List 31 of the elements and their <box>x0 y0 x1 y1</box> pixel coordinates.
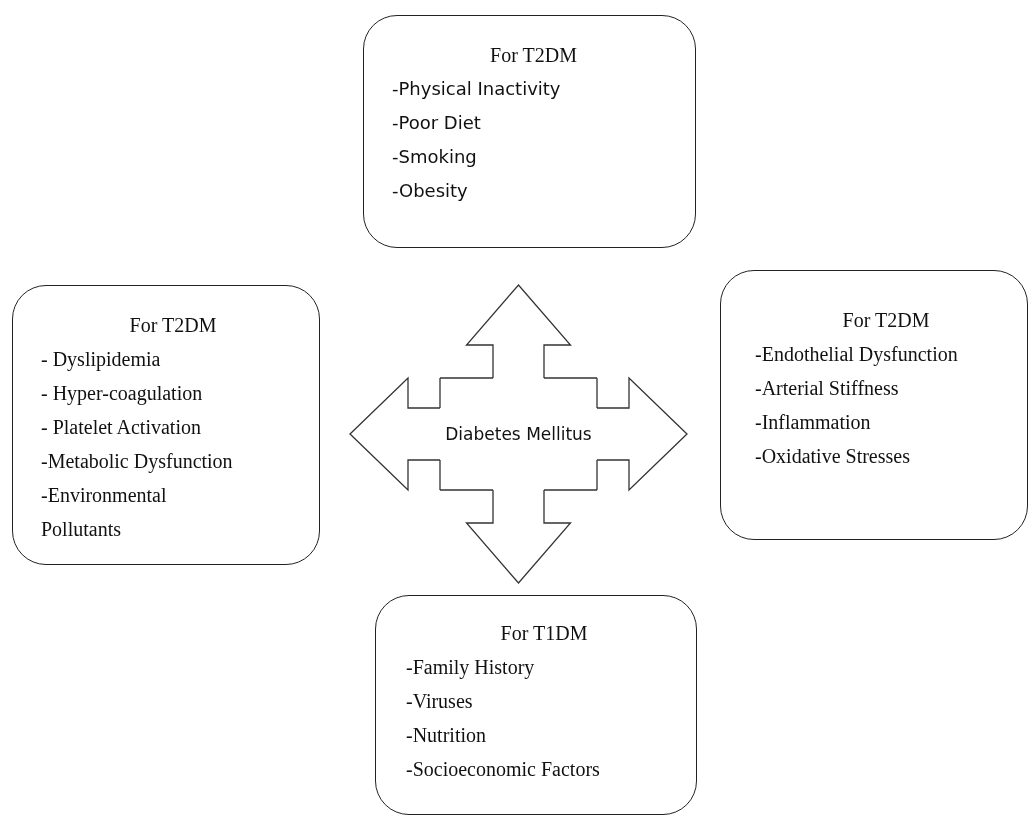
list-item: -Environmental Pollutants <box>41 483 168 542</box>
block-arrow <box>465 489 572 584</box>
list-item: -Family History <box>406 655 536 681</box>
list-item: -Socioeconomic Factors <box>406 757 601 782</box>
hub-label: Diabetes Mellitus <box>445 424 592 444</box>
block-arrow <box>596 376 688 492</box>
block-arrow <box>465 284 572 379</box>
rounded-box <box>363 15 696 248</box>
list-item: -Poor Diet <box>392 111 482 135</box>
list-item: -Obesity <box>392 179 469 203</box>
list-item: -Metabolic Dysfunction <box>41 449 234 475</box>
list-item: -Nutrition <box>406 723 487 748</box>
list-item: -Smoking <box>392 145 478 169</box>
box-heading: For T2DM <box>128 313 218 338</box>
list-item: - Platelet Activation <box>41 415 202 440</box>
box-heading: For T2DM <box>841 308 931 333</box>
rounded-box <box>12 285 320 565</box>
block-arrow <box>349 376 441 492</box>
list-item: -Physical Inactivity <box>392 77 562 101</box>
list-item: -Endothelial Dysfunction <box>755 342 959 368</box>
list-item: - Hyper-coagulation <box>41 381 204 407</box>
list-item: - Dyslipidemia <box>41 347 162 373</box>
list-item: -Viruses <box>406 689 474 714</box>
list-item: -Arterial Stiffness <box>755 376 900 401</box>
list-item: -Inflammation <box>755 410 872 435</box>
rounded-box <box>720 270 1028 540</box>
box-heading: For T1DM <box>499 621 589 646</box>
rounded-box <box>375 595 697 815</box>
center-hub <box>440 378 597 490</box>
list-item: -Oxidative Stresses <box>755 444 911 469</box>
box-heading: For T2DM <box>489 43 578 68</box>
